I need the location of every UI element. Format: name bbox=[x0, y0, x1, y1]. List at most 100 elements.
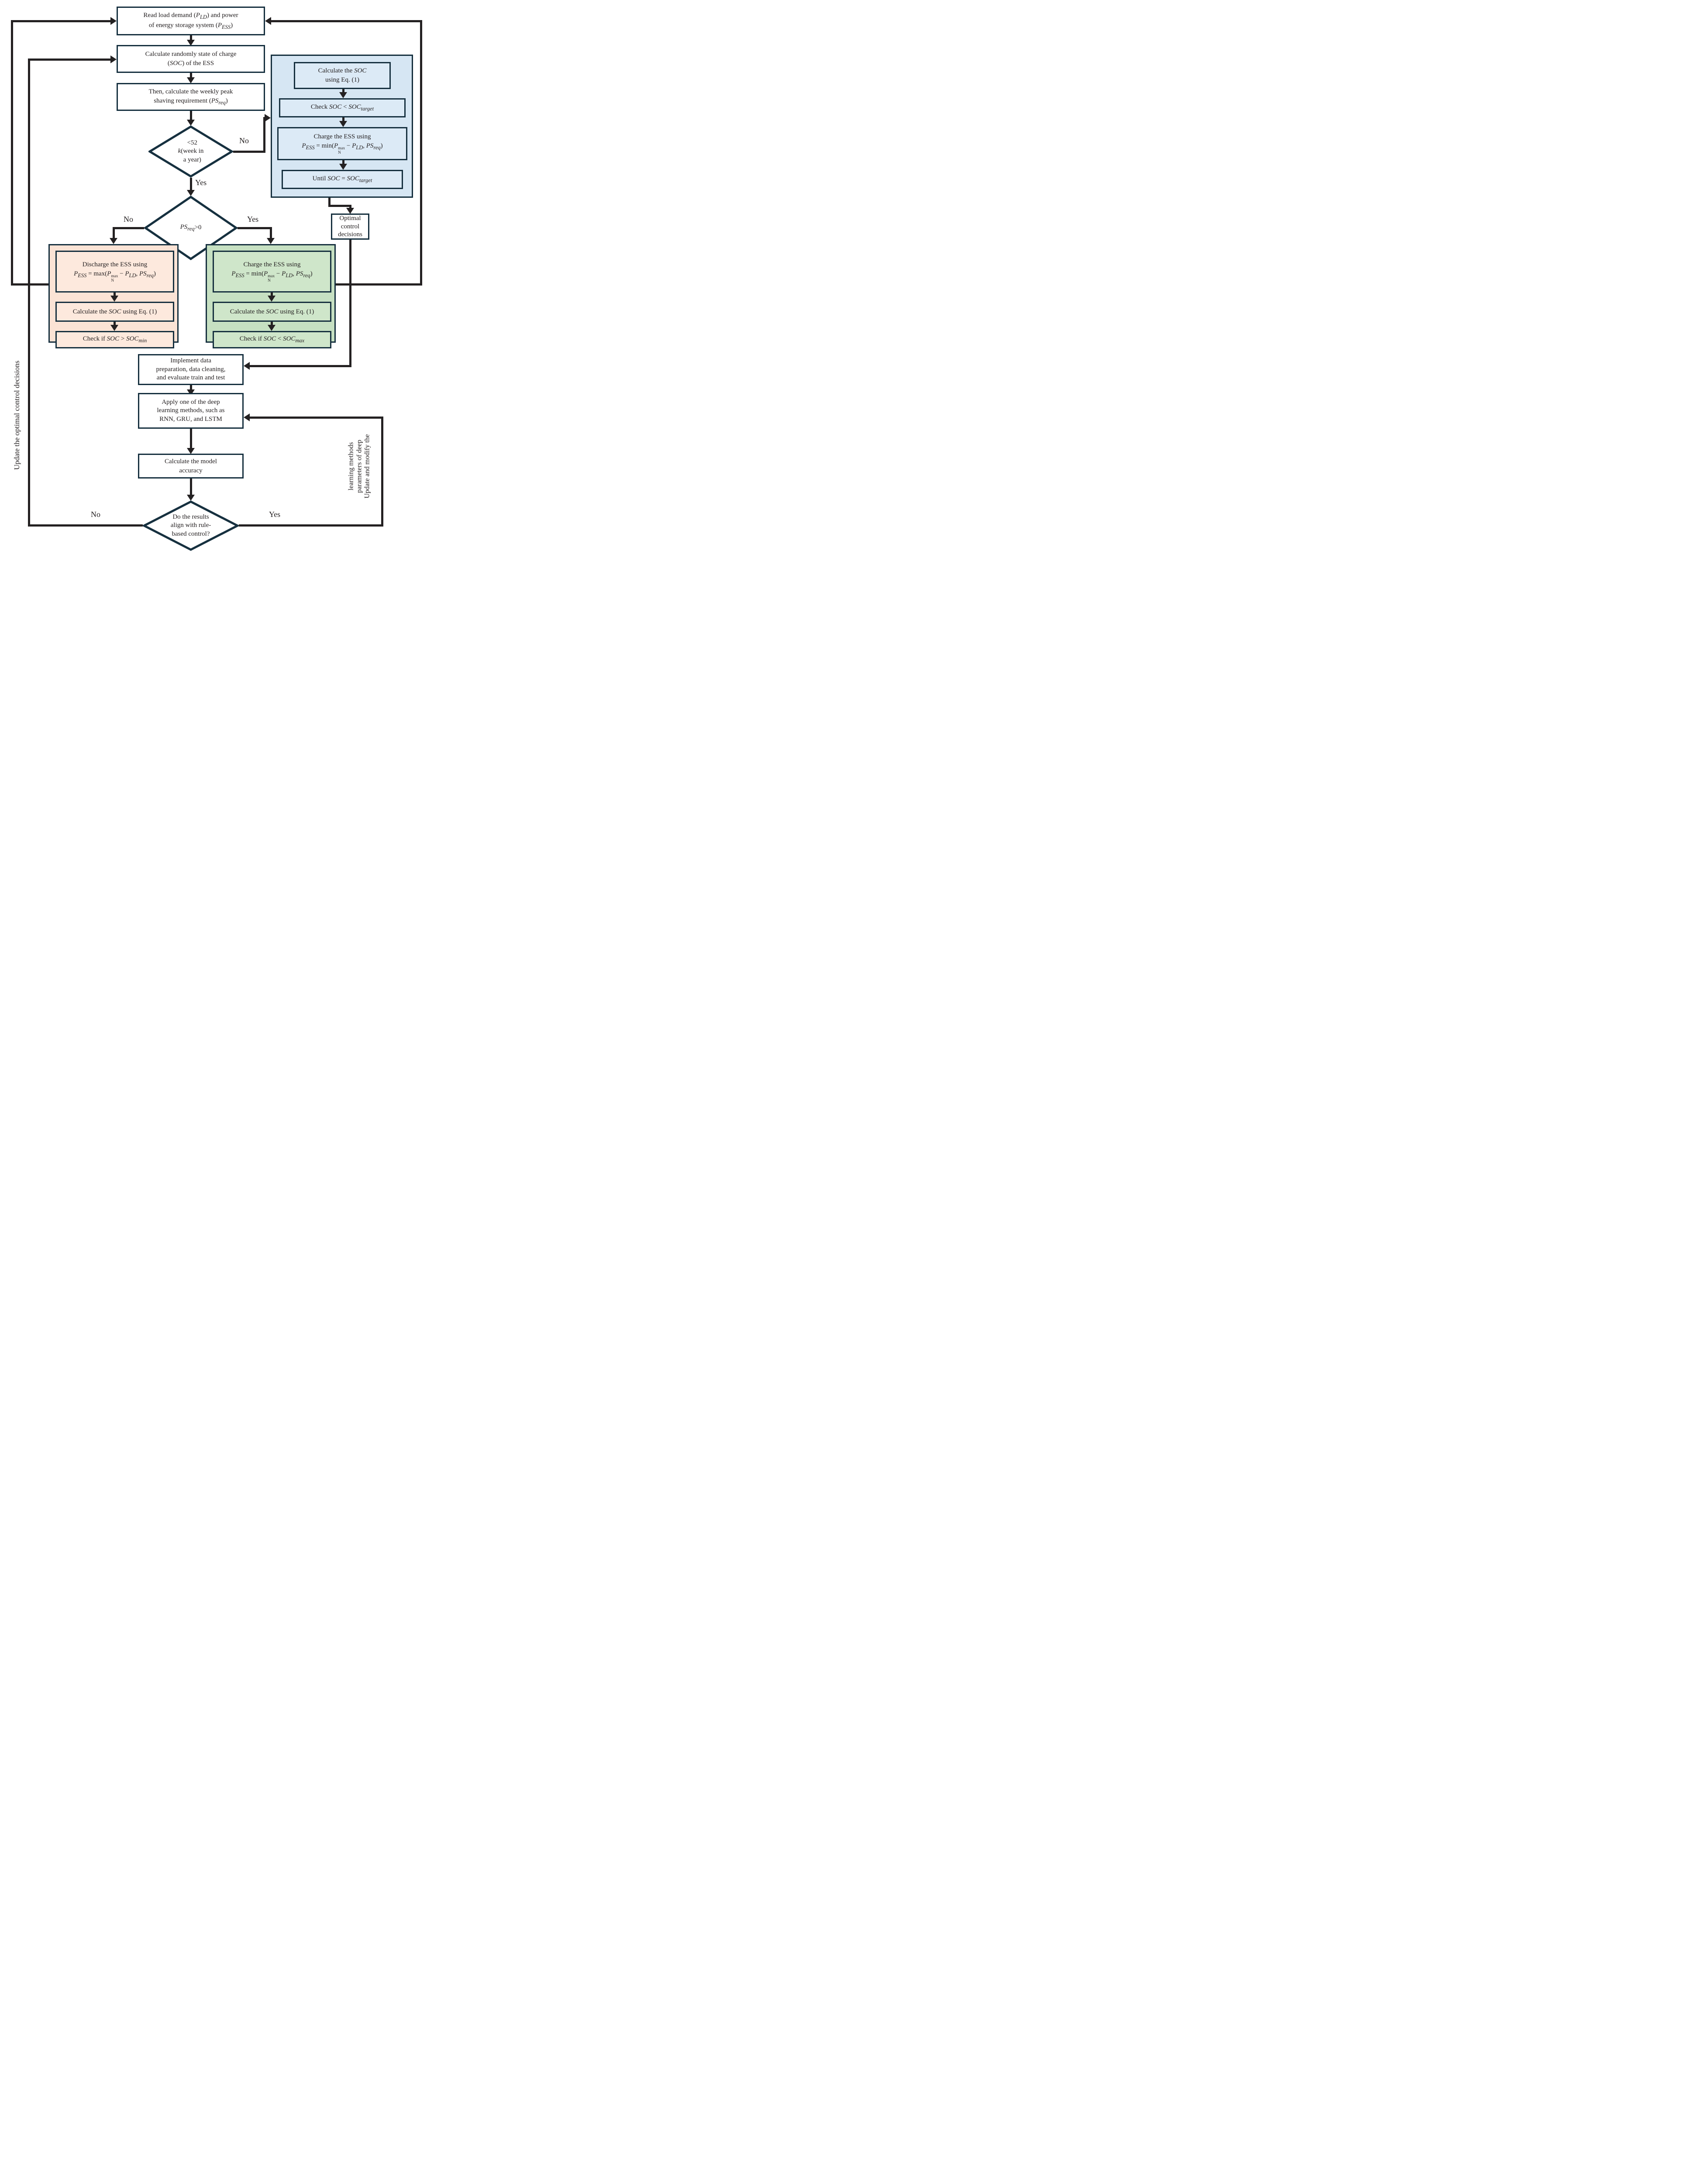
arrow-left-icon bbox=[265, 17, 271, 25]
connector bbox=[190, 111, 192, 121]
arrow-down-icon bbox=[339, 92, 347, 98]
decision-psreq: PSreq>0 bbox=[144, 196, 238, 260]
arrow-right-icon bbox=[265, 114, 271, 122]
arrow-down-icon bbox=[187, 77, 195, 83]
connector bbox=[381, 417, 383, 527]
label-final-yes: Yes bbox=[269, 510, 281, 519]
label-ps-yes: Yes bbox=[247, 215, 259, 224]
connector bbox=[113, 227, 115, 239]
connector bbox=[250, 417, 383, 419]
node-blue-check-target: Check SOC < SOCtarget bbox=[279, 98, 406, 117]
node-calc-soc-random: Calculate randomly state of charge(SOC) … bbox=[117, 45, 265, 73]
connector bbox=[238, 227, 272, 229]
diamond-shape bbox=[144, 196, 238, 260]
node-pink-calc-soc-text: Calculate the SOC using Eq. (1) bbox=[72, 308, 157, 315]
node-pink-calc-soc: Calculate the SOC using Eq. (1) bbox=[55, 302, 174, 322]
node-green-calc-soc-text: Calculate the SOC using Eq. (1) bbox=[230, 308, 314, 315]
arrow-left-icon bbox=[244, 362, 250, 370]
arrow-down-icon bbox=[187, 40, 195, 46]
connector bbox=[28, 59, 111, 61]
arrow-down-icon bbox=[187, 120, 195, 126]
label-ps-no: No bbox=[124, 215, 133, 224]
node-blue-check-target-text: Check SOC < SOCtarget bbox=[310, 103, 374, 112]
node-green-check-max: Check if SOC < SOCmax bbox=[213, 331, 331, 348]
connector bbox=[190, 429, 192, 451]
connector bbox=[328, 205, 351, 207]
node-blue-until-text: Until SOC = SOCtarget bbox=[312, 175, 372, 184]
connector bbox=[349, 205, 351, 209]
connector bbox=[270, 20, 422, 22]
arrow-right-icon bbox=[110, 55, 117, 63]
arrow-down-icon bbox=[187, 495, 195, 501]
label-k-yes: Yes bbox=[195, 178, 207, 187]
connector bbox=[113, 227, 144, 229]
decision-psreq-text: PSreq>0 bbox=[180, 224, 202, 232]
note-update-deep-learning-line3: learning methods bbox=[347, 442, 355, 491]
arrow-down-icon bbox=[346, 208, 354, 214]
connector bbox=[28, 524, 143, 527]
connector bbox=[190, 479, 192, 497]
arrow-down-icon bbox=[187, 190, 195, 196]
connector bbox=[250, 365, 351, 367]
arrow-down-icon bbox=[268, 296, 275, 302]
label-final-no: No bbox=[91, 510, 100, 519]
arrow-down-icon bbox=[110, 238, 117, 244]
connector bbox=[28, 59, 30, 527]
connector bbox=[11, 20, 111, 22]
note-update-deep-learning-line2: parameters of deep bbox=[355, 440, 363, 493]
arrow-down-icon bbox=[110, 325, 118, 331]
node-green-check-max-text: Check if SOC < SOCmax bbox=[239, 335, 305, 344]
arrow-left-icon bbox=[244, 413, 250, 421]
note-update-deep-learning-line1: Update and modify the bbox=[363, 434, 371, 499]
connector bbox=[420, 20, 422, 286]
connector bbox=[11, 20, 13, 286]
node-blue-until: Until SOC = SOCtarget bbox=[282, 170, 403, 189]
connector bbox=[263, 117, 265, 153]
connector bbox=[239, 524, 383, 527]
connector bbox=[233, 151, 265, 153]
connector bbox=[190, 73, 192, 78]
diamond-shape bbox=[143, 500, 239, 551]
connector bbox=[328, 198, 331, 207]
connector bbox=[190, 178, 192, 191]
node-green-calc-soc: Calculate the SOC using Eq. (1) bbox=[213, 302, 331, 322]
node-calc-soc-random-text: Calculate randomly state of charge(SOC) … bbox=[145, 51, 237, 67]
diamond-shape bbox=[148, 125, 233, 178]
arrow-down-icon bbox=[110, 296, 118, 302]
connector bbox=[270, 227, 272, 239]
connector bbox=[190, 385, 192, 393]
arrow-down-icon bbox=[187, 448, 195, 454]
label-k-no: No bbox=[239, 136, 249, 145]
node-pink-check-min-text: Check if SOC > SOCmin bbox=[83, 335, 147, 344]
note-update-optimal-control: Update the optimal control decisions bbox=[13, 360, 21, 470]
connector bbox=[190, 35, 192, 43]
arrow-down-icon bbox=[268, 325, 275, 331]
